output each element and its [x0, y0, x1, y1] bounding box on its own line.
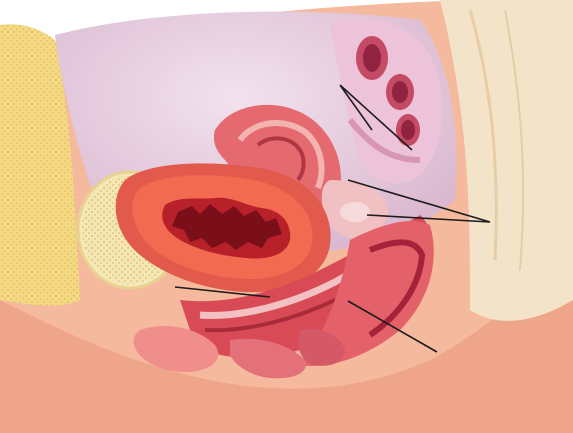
cervix-opening: [340, 202, 370, 222]
